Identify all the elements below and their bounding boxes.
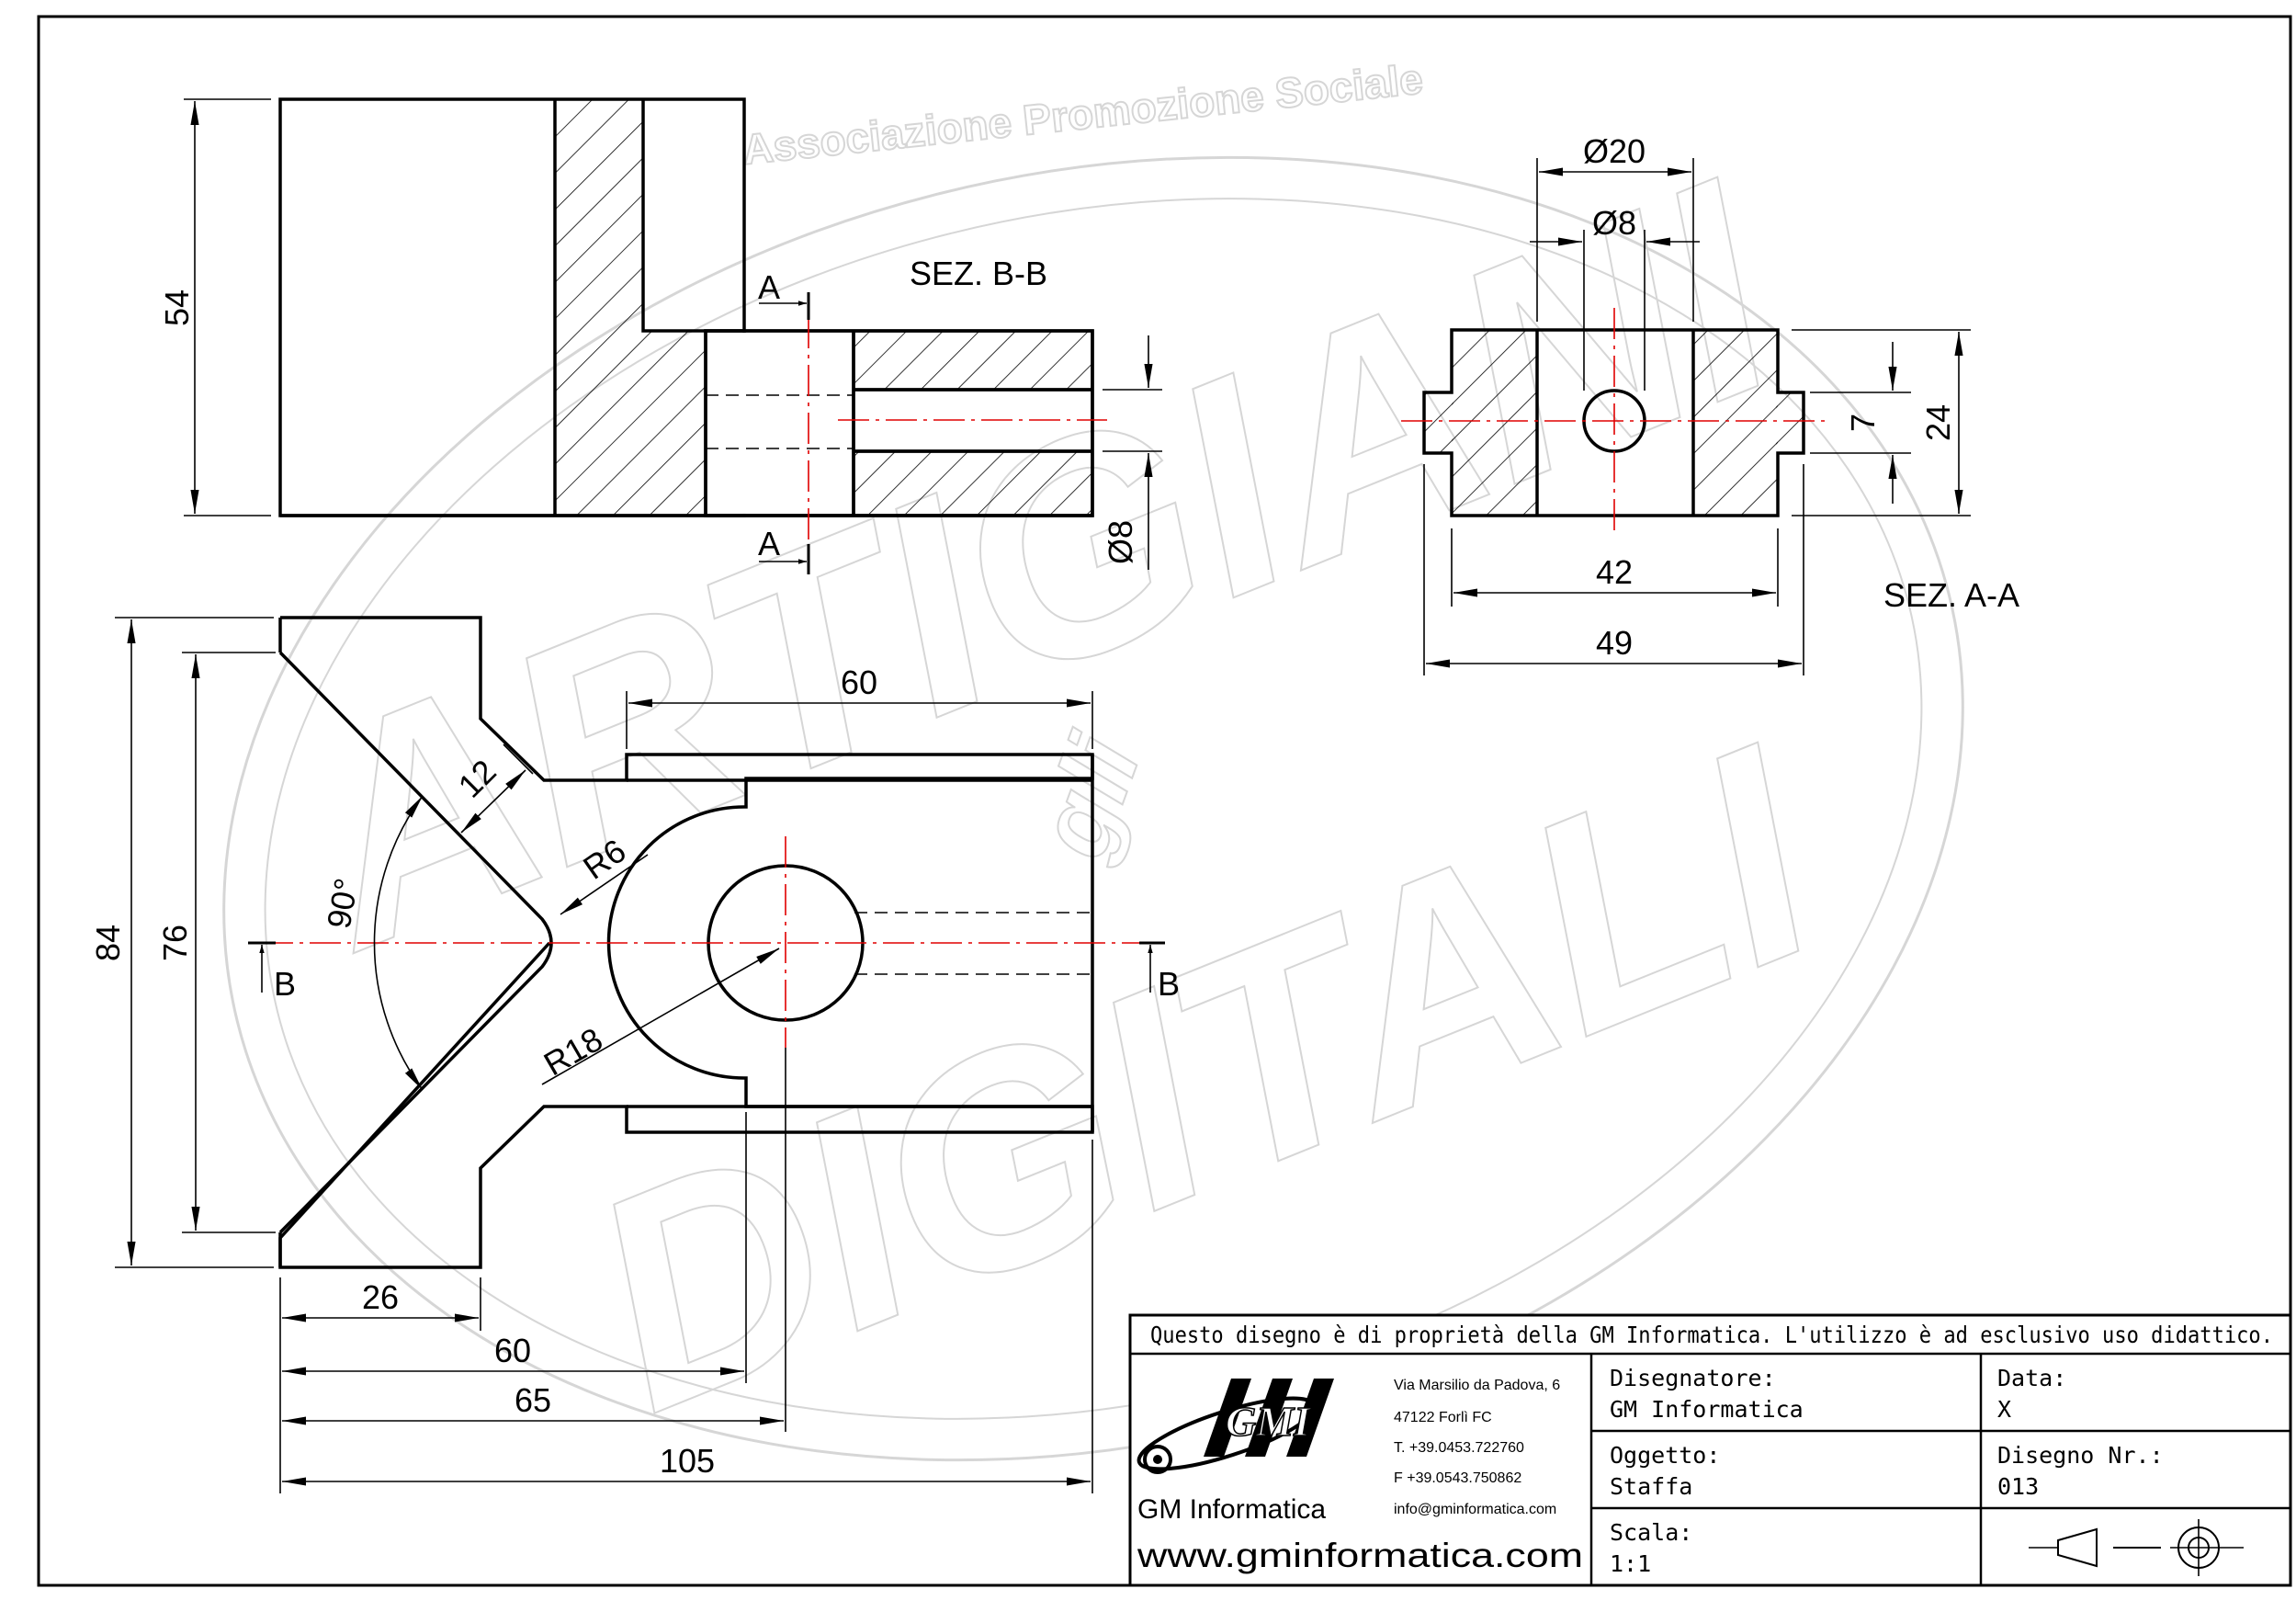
cut-b-left-label: B: [274, 965, 296, 1003]
section-bb-whiteout: [707, 333, 852, 514]
section-bb-hatch-corner: [643, 331, 706, 516]
date-value: X: [1997, 1396, 2011, 1423]
section-bb-title: SEZ. B-B: [910, 255, 1047, 292]
dim-105-text: 105: [660, 1442, 715, 1480]
dim-d8-side-text: Ø8: [1102, 520, 1139, 564]
dim-r18-text: R18: [537, 1020, 609, 1084]
cut-a-bottom-label: A: [758, 525, 780, 562]
title-block-frame: [1128, 1313, 2292, 1587]
dim-60-bottom-text: 60: [494, 1332, 531, 1369]
company-name: GM Informatica: [1137, 1494, 1326, 1525]
gmi-logo-letters: GMI: [1226, 1398, 1312, 1445]
section-aa-hatch-left: [1452, 330, 1537, 516]
company-address-2: 47122 Forlì FC: [1394, 1410, 1492, 1425]
object-value: Staffa: [1610, 1473, 1692, 1500]
dim-90-arc: [373, 795, 424, 1091]
dim-r6-leader: [560, 854, 649, 915]
company-website: www.gminformatica.com: [1137, 1537, 1583, 1574]
section-bb-hatch-lower: [854, 451, 1092, 516]
company-email: info@gminformatica.com: [1394, 1502, 1556, 1517]
gmi-logo-bar-3: [1286, 1379, 1334, 1457]
dim-65-text: 65: [515, 1381, 551, 1419]
section-bb-view: A A SEZ. B-B 54 Ø8: [158, 97, 1162, 574]
dim-60-top-text: 60: [841, 664, 877, 701]
company-fax: F +39.0543.750862: [1394, 1470, 1521, 1486]
scale-value: 1:1: [1610, 1550, 1651, 1577]
section-aa-view: SEZ. A-A Ø20 Ø8 7 24 42 49: [1401, 132, 2019, 675]
drawing-number-value: 013: [1997, 1473, 2039, 1500]
title-block-header: Questo disegno è di proprietà della GM I…: [1150, 1322, 2273, 1348]
gmi-logo: GMI: [1137, 1379, 1334, 1474]
dim-26-text: 26: [362, 1278, 399, 1316]
dim-7-text: 7: [1844, 414, 1882, 432]
section-aa-title: SEZ. A-A: [1883, 576, 2019, 614]
date-label: Data:: [1997, 1365, 2066, 1391]
section-bb-step-edge: [641, 99, 744, 333]
section-aa-outline: [1422, 328, 1805, 517]
section-aa-hatch-right: [1693, 330, 1778, 516]
cut-a-top-label: A: [758, 268, 780, 306]
cut-b-right-label: B: [1158, 965, 1180, 1003]
watermark-subtitle: Associazione Promozione Sociale: [741, 54, 1425, 173]
section-aa-hatch-left-tab: [1424, 392, 1453, 453]
title-block: Questo disegno è di proprietà della GM I…: [1128, 1313, 2292, 1587]
section-bb-hatch-vertical: [555, 99, 643, 516]
gmi-logo-bar-1: [1204, 1379, 1251, 1457]
gmi-logo-bar-2: [1245, 1379, 1293, 1457]
company-address-1: Via Marsilio da Padova, 6: [1394, 1378, 1560, 1393]
object-label: Oggetto:: [1610, 1442, 1720, 1469]
dim-d8-top-text: Ø8: [1592, 204, 1636, 242]
dim-76-text: 76: [156, 925, 194, 961]
top-view-outline: [278, 616, 1094, 1269]
dim-49-text: 49: [1596, 624, 1633, 662]
scale-label: Scala:: [1610, 1519, 1692, 1546]
designer-label: Disegnatore:: [1610, 1365, 1776, 1391]
dim-r18-leader: [541, 948, 780, 1085]
dim-90-text: 90°: [320, 875, 366, 931]
designer-value: GM Informatica: [1610, 1396, 1804, 1423]
section-bb-hatch-upper: [854, 331, 1092, 390]
dim-42-text: 42: [1596, 553, 1633, 591]
dim-54-text: 54: [158, 289, 196, 326]
section-bb-arm-outline: [704, 329, 1094, 517]
gmi-logo-dot: [1143, 1445, 1172, 1474]
projection-symbol-icon: [2029, 1519, 2244, 1576]
company-phone: T. +39.0453.722760: [1394, 1440, 1524, 1456]
dim-d20-text: Ø20: [1583, 132, 1646, 170]
drawing-number-label: Disegno Nr.:: [1997, 1442, 2164, 1469]
dim-84-text: 84: [89, 925, 127, 961]
dim-12-line: [460, 769, 526, 834]
dim-12-ext: [503, 743, 534, 775]
dim-24-text: 24: [1919, 404, 1957, 441]
gmi-logo-dot-center: [1153, 1455, 1162, 1464]
section-aa-hatch-right-tab: [1776, 392, 1804, 453]
